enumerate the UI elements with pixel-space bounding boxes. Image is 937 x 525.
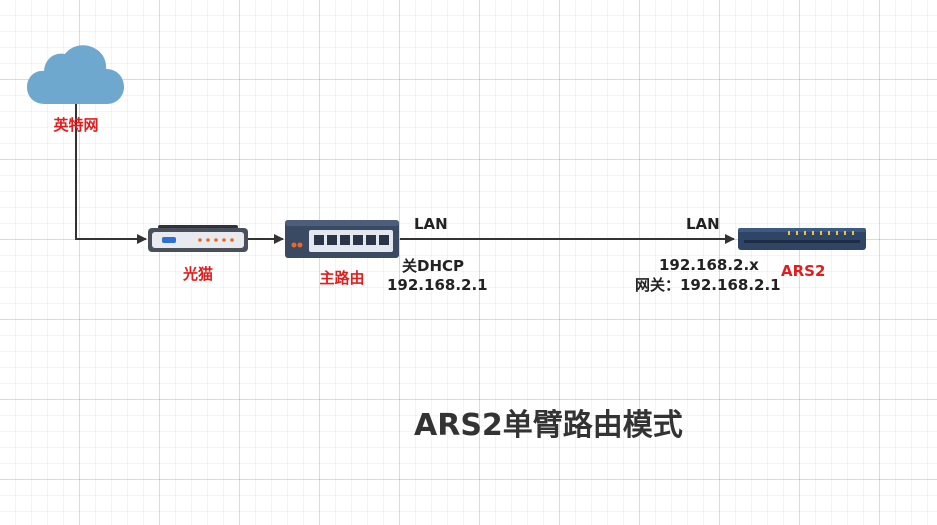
main-router-label: 主路由 [319,269,365,287]
switch-icon [285,220,399,258]
link-internet-modem [75,104,147,244]
modem-icon [148,225,248,252]
router-icon [738,228,866,250]
modem-label: 光猫 [182,265,214,283]
ars2-node [738,226,866,254]
main-router-node [285,220,399,262]
ars2-label: ARS2 [781,262,826,280]
main-router-dhcp-note: 关DHCP [402,257,465,275]
main-router-ip: 192.168.2.1 [387,276,488,294]
diagram-title: ARS2单臂路由模式 [414,408,683,443]
ars2-ip: 192.168.2.x [659,256,759,274]
main-router-port-label: LAN [414,215,448,233]
internet-node [27,44,125,110]
internet-label: 英特网 [53,116,99,134]
ars2-port-label: LAN [686,215,720,233]
ars2-gateway: 网关：192.168.2.1 [635,276,781,294]
modem-node [148,225,248,257]
cloud-icon [27,45,124,104]
